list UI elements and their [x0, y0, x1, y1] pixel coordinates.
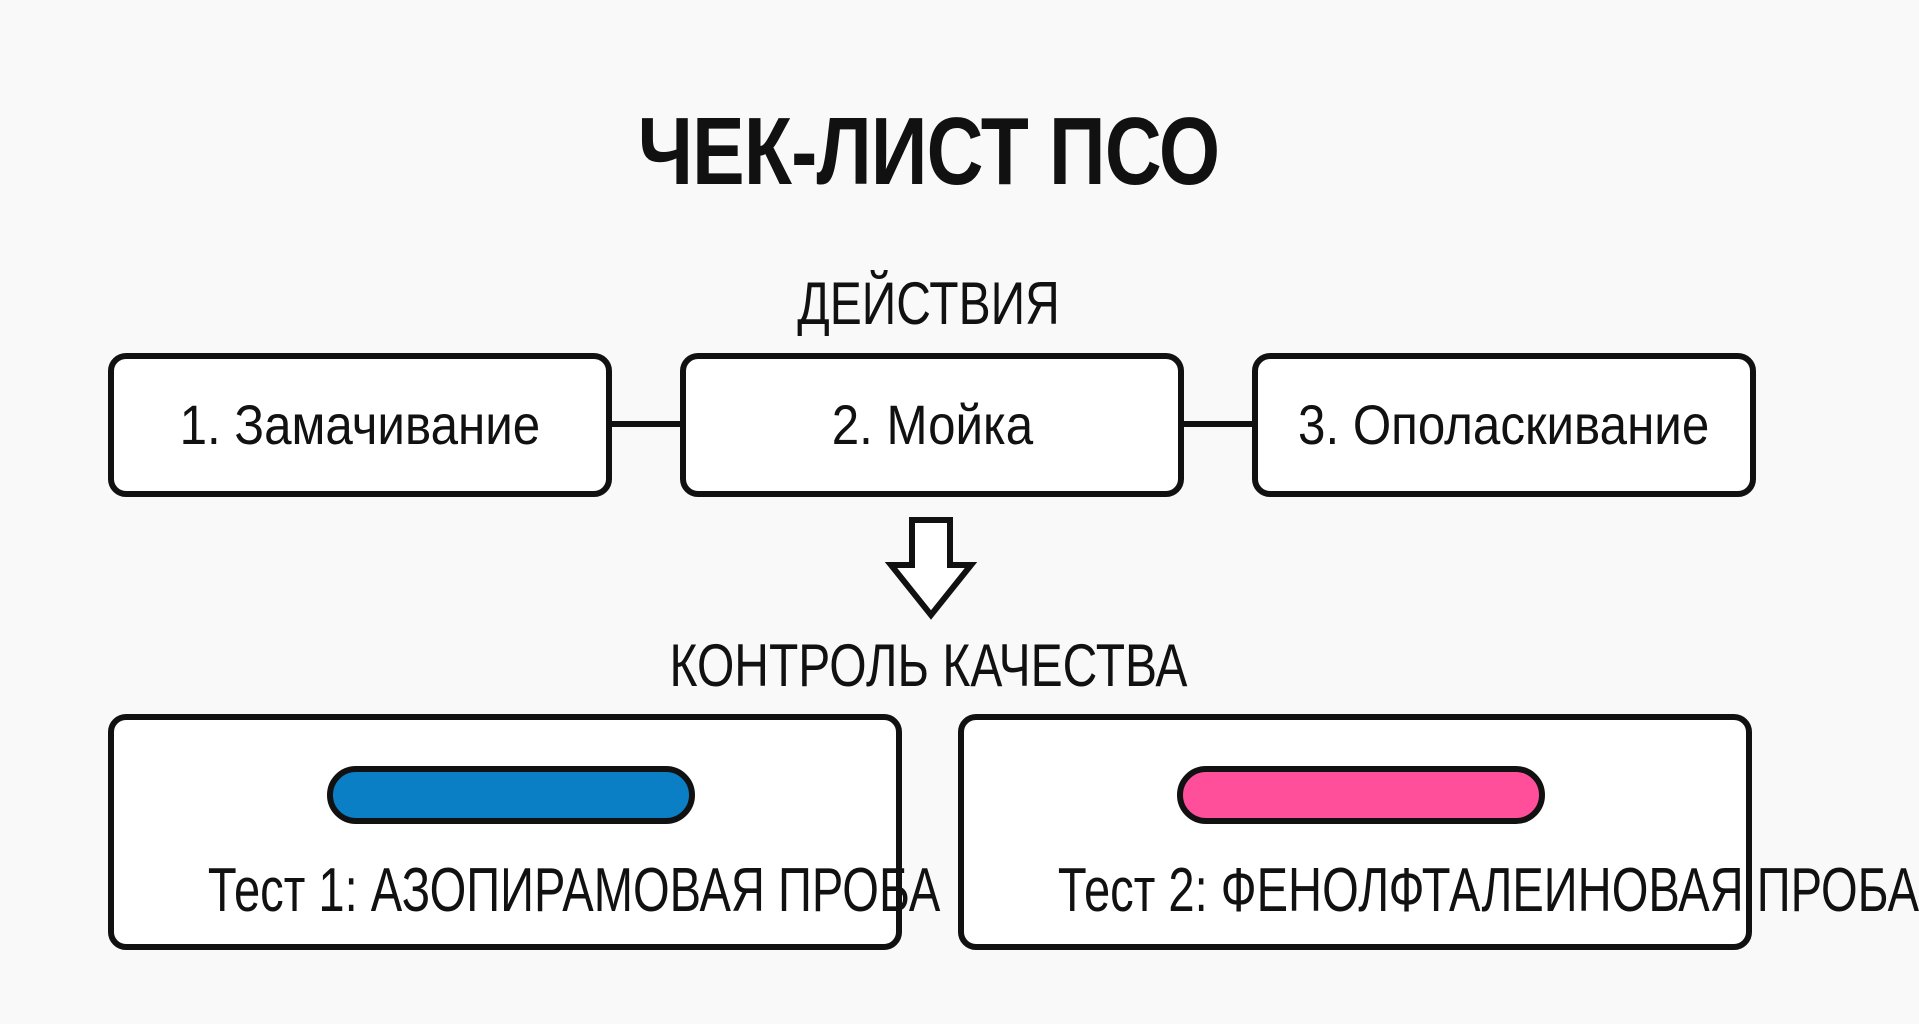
- step-label: 1. Замачивание: [179, 393, 541, 456]
- step-box-washing: 2. Мойка: [680, 353, 1184, 497]
- actions-section-label: ДЕЙСТВИЯ: [797, 270, 1060, 337]
- test-label: Тест 2: ФЕНОЛФТАЛЕИНОВАЯ ПРОБА: [1057, 856, 1919, 925]
- test-strip-blue: [327, 766, 695, 824]
- step-label: 2. Мойка: [831, 393, 1033, 456]
- step-box-soaking: 1. Замачивание: [108, 353, 612, 497]
- connector-line: [1184, 421, 1252, 427]
- connector-line: [612, 421, 680, 427]
- down-arrow-icon: [884, 517, 978, 620]
- test-label: Тест 1: АЗОПИРАМОВАЯ ПРОБА: [207, 856, 941, 925]
- test-strip-pink: [1177, 766, 1545, 824]
- quality-control-section-label: КОНТРОЛЬ КАЧЕСТВА: [669, 632, 1188, 699]
- step-label: 3. Ополаскивание: [1298, 393, 1710, 456]
- step-box-rinsing: 3. Ополаскивание: [1252, 353, 1756, 497]
- test-box-phenolphthalein: Тест 2: ФЕНОЛФТАЛЕИНОВАЯ ПРОБА: [958, 714, 1919, 950]
- page-title: ЧЕК-ЛИСТ ПСО: [637, 98, 1220, 205]
- test-box-azopyram: Тест 1: АЗОПИРАМОВАЯ ПРОБА: [108, 714, 941, 950]
